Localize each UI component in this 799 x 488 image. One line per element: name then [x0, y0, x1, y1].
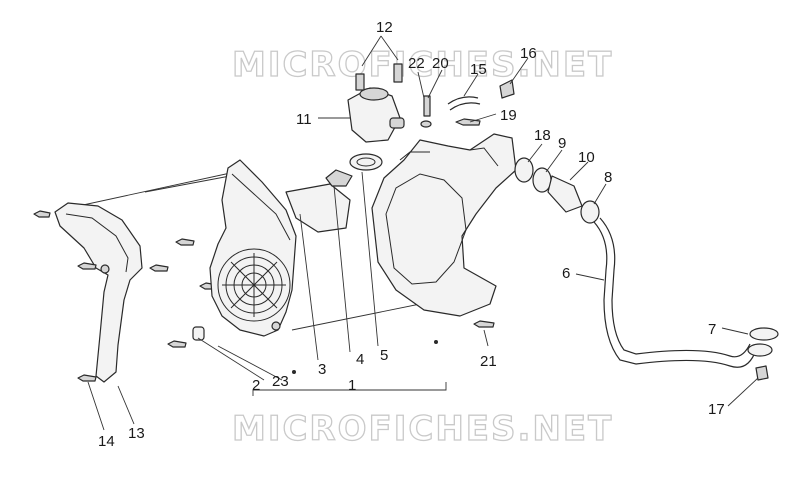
callout-14: 14	[98, 433, 115, 450]
part-11-valve	[347, 87, 405, 143]
callout-6: 6	[562, 265, 570, 282]
assembly-1-bracket	[252, 340, 447, 396]
callout-22: 22	[408, 55, 425, 72]
screws-left	[33, 210, 219, 382]
callout-16: 16	[520, 45, 537, 62]
alignment-lines	[59, 171, 431, 331]
callout-23: 23	[272, 373, 289, 390]
part-13-side-duct	[54, 202, 143, 383]
part-21-screw	[473, 320, 495, 328]
callout-18: 18	[534, 127, 551, 144]
callout-17: 17	[708, 401, 725, 418]
callout-11: 11	[296, 111, 312, 128]
part-4-clip	[325, 169, 353, 187]
callout-12: 12	[376, 19, 393, 36]
callout-labels: 12 22 20 15 16 11 19 18 9 10 8 6 7 17 21…	[98, 19, 725, 450]
callout-3: 3	[318, 361, 326, 378]
callout-2: 2	[252, 377, 260, 394]
leader-lines	[87, 35, 759, 431]
watermark-top: MICROFICHES.NET	[232, 45, 613, 85]
callout-4: 4	[356, 351, 364, 368]
callout-15: 15	[470, 61, 487, 78]
callout-9: 9	[558, 135, 566, 152]
callout-7: 7	[708, 321, 716, 338]
blower-housing	[371, 133, 517, 317]
part-3-pad	[285, 183, 351, 233]
small-parts-top	[420, 79, 515, 128]
callout-10: 10	[578, 149, 595, 166]
part-6-pipe	[593, 217, 757, 368]
callout-19: 19	[500, 107, 517, 124]
callout-20: 20	[432, 55, 449, 72]
parts-7-17	[747, 327, 779, 381]
hose-connector-parts	[514, 157, 600, 224]
part-12-screws	[355, 63, 403, 91]
callout-21: 21	[480, 353, 497, 370]
watermark-bottom: MICROFICHES.NET	[232, 409, 613, 449]
fan-cover	[209, 159, 297, 337]
callout-1: 1	[348, 377, 356, 394]
part-5-ring	[349, 153, 383, 171]
callout-8: 8	[604, 169, 612, 186]
callout-5: 5	[380, 347, 388, 364]
callout-13: 13	[128, 425, 145, 442]
